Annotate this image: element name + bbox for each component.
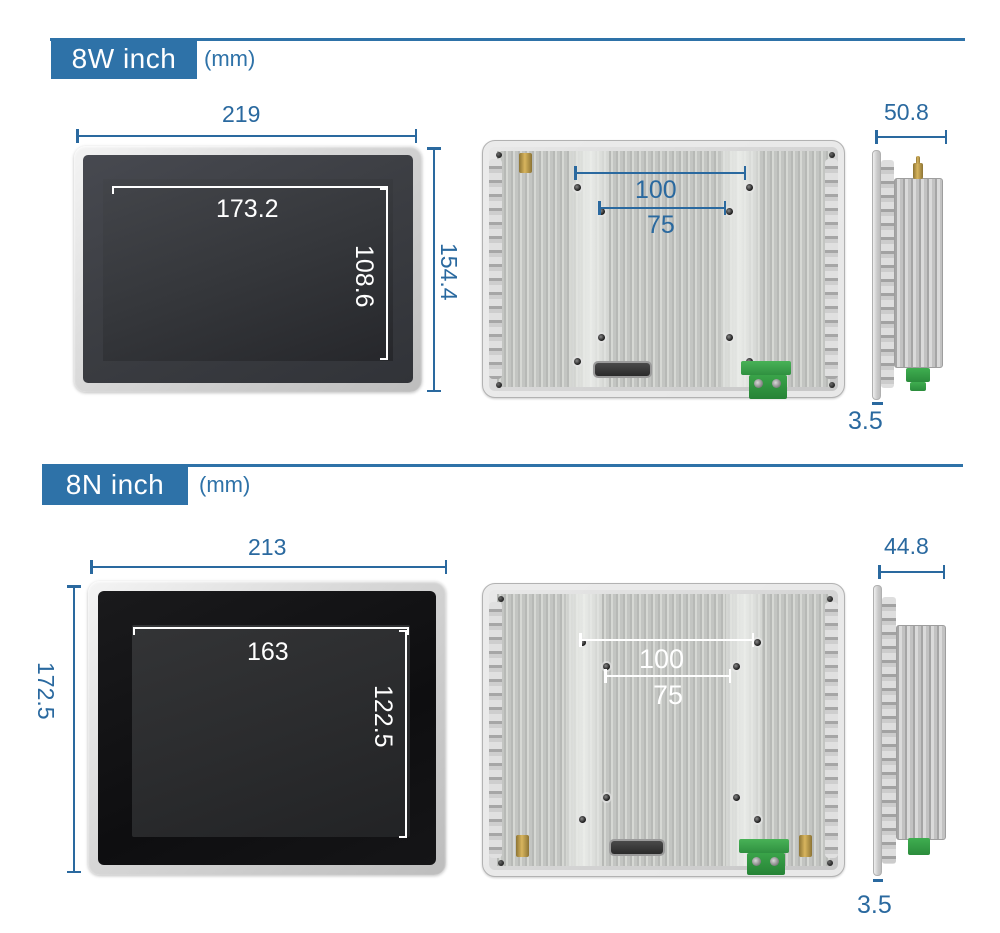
mount-75-dim-8w [598, 201, 726, 215]
front-screen-8w [103, 179, 393, 361]
vesa100-hole [574, 358, 581, 365]
front-view-8n: 163 122.5 [88, 581, 446, 875]
panel-thickness-label-8w: 3.5 [848, 407, 883, 435]
depth-dim-8w [875, 130, 947, 144]
side-notches-8n [882, 597, 896, 864]
vga-connector-8w [595, 363, 650, 376]
front-view-8w: 173.2 108.6 [74, 146, 422, 392]
power-terminal-8n [747, 853, 785, 875]
vesa75-hole [733, 794, 740, 801]
vesa100-hole [754, 639, 761, 646]
display-height-dim-8n [399, 630, 407, 838]
section-title-8w: 8W inch [71, 42, 177, 74]
side-terminal-8n [908, 838, 930, 855]
side-heatsink-8n [896, 625, 946, 840]
display-height-dim-8w [380, 188, 388, 360]
antenna-connector-left-8n [516, 835, 529, 857]
vesa100-hole [746, 184, 753, 191]
unit-label-8w: (mm) [204, 46, 256, 71]
vesa100-hole [579, 816, 586, 823]
antenna-connector-right-8n [799, 835, 812, 857]
mount-100-label-8n: 100 [639, 644, 685, 674]
side-terminal-8w [906, 368, 930, 382]
section-divider-8w [50, 38, 965, 41]
power-terminal-plate-8w [741, 361, 791, 375]
display-width-dim-8n [133, 627, 409, 635]
side-heatsink-8w [894, 178, 943, 368]
overall-height-dim-8w [427, 147, 441, 392]
side-notches-8w [881, 160, 894, 388]
display-width-label-8w: 173.2 [216, 195, 279, 223]
overall-height-dim-8n [67, 585, 81, 873]
display-width-dim-8w [112, 186, 388, 194]
depth-dim-8n [878, 565, 945, 579]
vesa75-hole [598, 334, 605, 341]
vesa75-hole [733, 663, 740, 670]
unit-label-8n: (mm) [199, 472, 251, 497]
depth-label-8w: 50.8 [884, 99, 929, 125]
mount-75-label-8n: 75 [653, 680, 684, 710]
overall-height-label-8n: 172.5 [33, 662, 59, 720]
section-title-8n: 8N inch [65, 468, 165, 500]
power-terminal-8w [749, 375, 787, 399]
section-title-badge-8n: 8N inch [42, 464, 188, 505]
panel-thickness-label-8n: 3.5 [857, 891, 892, 919]
power-terminal-plate-8n [739, 839, 789, 853]
depth-label-8n: 44.8 [884, 533, 929, 559]
panel-thickness-dim-8n [873, 879, 883, 882]
vga-connector-8n [611, 841, 663, 854]
rear-view-8n: 100 75 [482, 583, 845, 877]
vesa75-hole [726, 334, 733, 341]
edge-notches-right-8w [825, 159, 838, 379]
mount-100-dim-8w [574, 166, 746, 180]
rear-view-8w: 100 75 [482, 140, 845, 399]
display-height-label-8n: 122.5 [369, 685, 397, 748]
mount-100-dim-8n [579, 633, 754, 647]
overall-width-label-8w: 219 [222, 101, 261, 127]
heatsink-fins-8w [497, 151, 830, 387]
edge-notches-left-8w [489, 159, 502, 379]
vesa100-hole [754, 816, 761, 823]
vesa100-hole [579, 639, 586, 646]
mount-75-label-8w: 75 [647, 211, 675, 239]
side-antenna-8w [913, 163, 923, 179]
overall-height-label-8w: 154.4 [436, 243, 462, 301]
side-front-panel-8n [873, 585, 882, 876]
overall-width-label-8n: 213 [248, 534, 287, 560]
front-bezel-8n: 163 122.5 [98, 591, 436, 865]
overall-width-dim-8n [90, 560, 447, 574]
panel-thickness-dim-8w [872, 402, 883, 405]
edge-notches-left-8n [489, 602, 502, 858]
mount-100-label-8w: 100 [635, 176, 677, 204]
front-screen-8n [132, 625, 410, 837]
overall-width-dim-8w [76, 129, 417, 143]
vesa75-hole [603, 663, 610, 670]
front-bezel-8w: 173.2 108.6 [83, 155, 413, 383]
edge-notches-right-8n [825, 602, 838, 858]
side-front-panel-8w [872, 150, 881, 400]
section-divider-8n [42, 464, 963, 467]
mount-75-dim-8n [604, 669, 731, 683]
vesa100-hole [574, 184, 581, 191]
vesa75-hole [726, 208, 733, 215]
antenna-connector-8w [519, 153, 532, 173]
vesa75-hole [603, 794, 610, 801]
display-height-label-8w: 108.6 [350, 245, 378, 308]
section-title-badge-8w: 8W inch [51, 38, 197, 79]
display-width-label-8n: 163 [247, 638, 289, 666]
vesa75-hole [598, 208, 605, 215]
